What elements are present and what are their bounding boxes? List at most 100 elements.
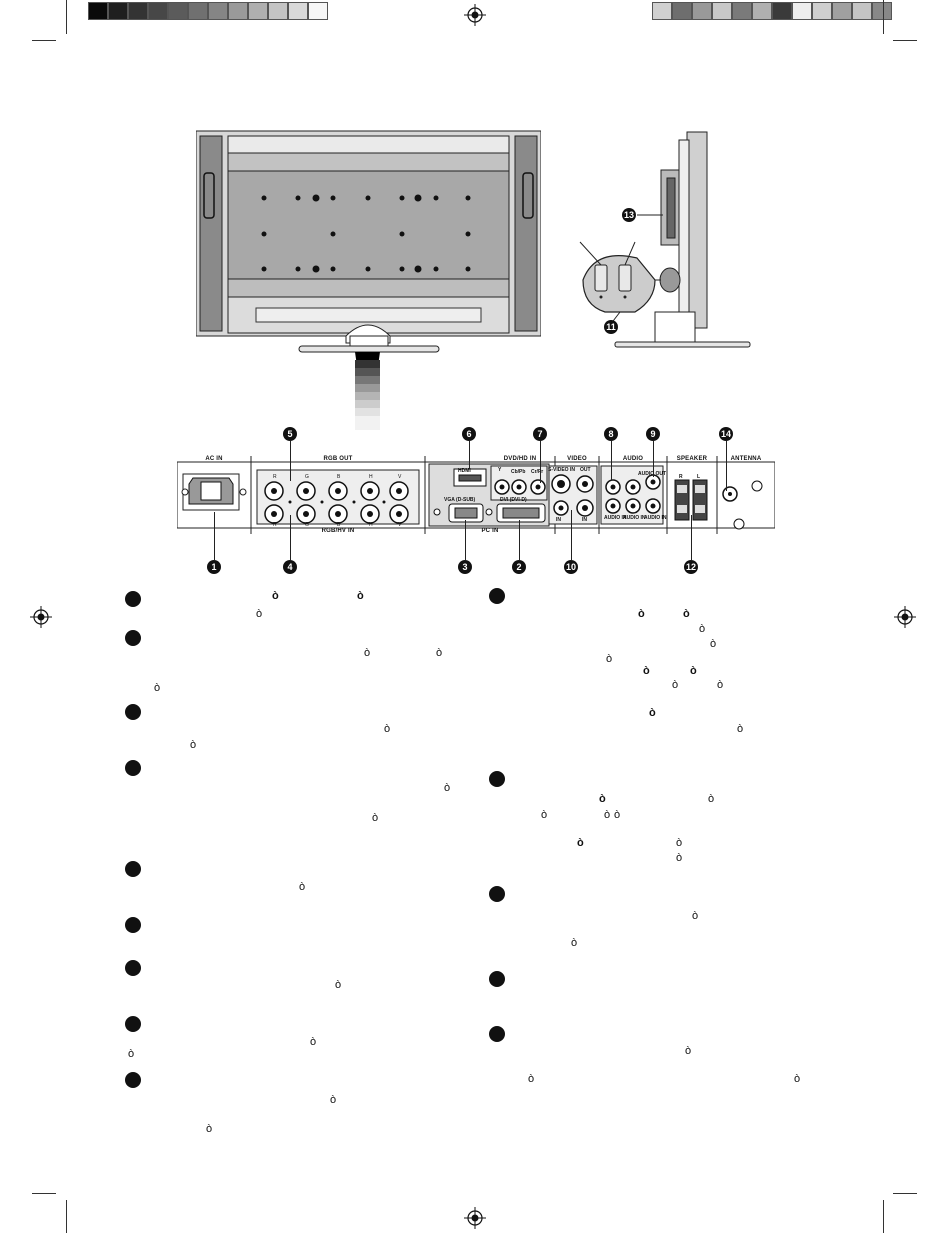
registration-mark-icon [894,606,916,628]
callout-10: 10 [564,560,578,574]
ring-mark: ò [685,1045,692,1057]
ring-mark: ò [599,793,606,805]
label-audio-in-2: AUDIO IN [623,515,646,521]
callout-13: 13 [622,208,636,222]
callout-4: 4 [283,560,297,574]
ring-mark: ò [577,837,584,849]
callout-5: 5 [283,427,297,441]
calibration-swatch [248,2,268,20]
label-antenna: ANTENNA [730,456,762,462]
callout-1: 1 [207,560,221,574]
calibration-swatch [228,2,248,20]
description-bullet [125,591,141,607]
description-bullet [125,630,141,646]
label-ac-in: AC IN [205,456,223,462]
crop-mark [893,1193,917,1194]
label-speaker: SPEAKER [676,456,708,462]
connector-panel [177,456,775,534]
calibration-swatch [752,2,772,20]
ring-mark: ò [372,812,379,824]
leader-line [611,441,612,481]
ring-mark: ò [436,647,443,659]
leader-line [290,441,291,481]
ring-mark: ò [310,1036,317,1048]
label-rgb-out-v: V [398,474,402,480]
ring-mark: ò [606,653,613,665]
label-audio-in-1: AUDIO IN [604,515,627,521]
ring-mark: ò [330,1094,337,1106]
ring-mark: ò [708,793,715,805]
label-rgbhv-in: RGB/HV IN [321,528,355,534]
leader-line [290,515,291,560]
registration-mark-icon [30,606,52,628]
ring-mark: ò [128,1048,135,1060]
ring-mark: ò [717,679,724,691]
calibration-swatch [148,2,168,20]
calibration-swatch [268,2,288,20]
ring-mark: ò [299,881,306,893]
ring-mark: ò [692,910,699,922]
leader-line [726,441,727,491]
monitor-rear-view-illustration [196,130,541,353]
calibration-swatch [168,2,188,20]
leader-line [465,520,466,560]
calibration-swatch [712,2,732,20]
ring-mark: ò [256,608,263,620]
label-rgb-out-g: G [305,474,309,480]
ring-mark: ò [154,682,161,694]
ring-mark: ò [541,809,548,821]
ring-mark: ò [190,739,197,751]
registration-mark-icon [464,1207,486,1229]
label-rgb-out-h: H [369,474,373,480]
callout-9: 9 [646,427,660,441]
calibration-swatch [872,2,892,20]
calibration-swatch [852,2,872,20]
callout-14: 14 [719,427,733,441]
ring-mark: ò [206,1123,213,1135]
ring-mark: ò [699,623,706,635]
crop-mark [66,0,67,34]
ring-mark: ò [672,679,679,691]
description-bullet [489,588,505,604]
callout-7: 7 [533,427,547,441]
label-y: Y [498,467,502,473]
label-pc-in: PC IN [481,528,499,534]
crop-mark [883,0,884,34]
description-bullet [489,971,505,987]
ring-mark: ò [604,809,611,821]
label-audio-out: AUDIO OUT [638,471,667,477]
label-rgb-in-h: H [369,522,373,528]
label-dvd-hd-in: DVD/HD IN [503,456,537,462]
label-rgb-in-g: G [305,522,309,528]
ring-mark: ò [676,837,683,849]
description-bullet [489,771,505,787]
callout-12: 12 [684,560,698,574]
callout-8: 8 [604,427,618,441]
calibration-swatch [792,2,812,20]
leader-line [653,441,654,477]
label-cbpb: Cb/Pb [511,469,526,475]
label-rgb-out-b: B [337,474,341,480]
description-bullet [125,861,141,877]
registration-mark-icon [464,4,486,26]
leader-line [691,515,692,560]
label-vga: VGA (D-SUB) [444,497,476,503]
label-speaker-r: R [679,474,683,480]
leader-line [519,520,520,560]
calibration-bar-right [652,2,892,20]
calibration-swatch [772,2,792,20]
calibration-swatch [108,2,128,20]
label-audio: AUDIO [622,456,644,462]
calibration-swatch [812,2,832,20]
ring-mark: ò [710,638,717,650]
ring-mark: ò [676,852,683,864]
description-bullet [125,760,141,776]
ring-mark: ò [794,1073,801,1085]
monitor-side-view-illustration [579,131,751,348]
label-svideo-in: S-VIDEO IN [548,467,575,473]
label-rgb-in-b: B [337,522,341,528]
label-speaker-l: L [697,474,701,480]
label-video-in: IN [556,517,561,523]
label-video-in-2: IN [582,517,587,523]
label-rgb-out-r: R [273,474,277,480]
